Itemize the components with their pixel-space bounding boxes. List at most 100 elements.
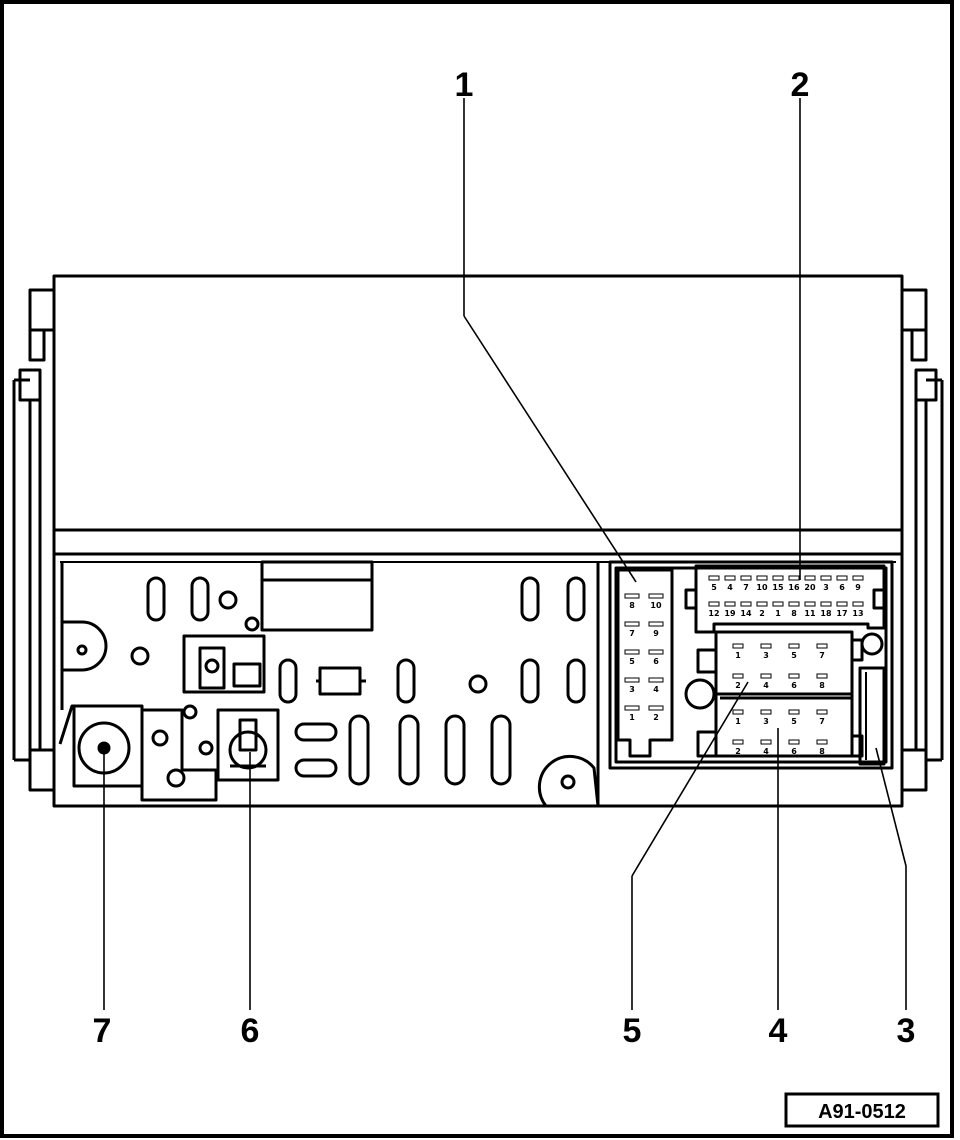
- pin-label: 15: [772, 583, 784, 592]
- pin-label: 2: [759, 609, 765, 618]
- pin-label: 6: [791, 747, 797, 756]
- pin-socket: [648, 593, 664, 599]
- pin-socket: [732, 739, 744, 745]
- pin-socket: [648, 705, 664, 711]
- pin-label: 6: [653, 657, 659, 666]
- pin-socket: [820, 601, 832, 607]
- pin-label: 8: [629, 601, 635, 610]
- reference-code: A91-0512: [818, 1101, 906, 1123]
- pin-label: 7: [819, 651, 825, 660]
- connector-top: [684, 564, 888, 634]
- pin-socket: [852, 575, 864, 581]
- pin-socket: [648, 621, 664, 627]
- pin-socket: [804, 601, 816, 607]
- pin-socket: [772, 601, 784, 607]
- pin-socket: [836, 575, 848, 581]
- pin-label: 3: [823, 583, 829, 592]
- left-mounting-bracket: [12, 288, 56, 792]
- pin-label: 4: [763, 681, 769, 690]
- pin-label: 7: [629, 629, 635, 638]
- pin-socket: [788, 575, 800, 581]
- pin-label: 10: [756, 583, 768, 592]
- pin-label: 5: [629, 657, 635, 666]
- pin-socket: [816, 709, 828, 715]
- pin-socket: [852, 601, 864, 607]
- pin-label: 6: [791, 681, 797, 690]
- pin-label: 11: [804, 609, 816, 618]
- pin-socket: [788, 673, 800, 679]
- callout-7: 7: [93, 1012, 112, 1050]
- pin-socket: [760, 643, 772, 649]
- right-mounting-bracket: [900, 288, 944, 792]
- pin-socket: [708, 601, 720, 607]
- pin-label: 18: [820, 609, 832, 618]
- pin-socket: [740, 601, 752, 607]
- pin-socket: [788, 643, 800, 649]
- pin-label: 9: [653, 629, 659, 638]
- pin-label: 8: [819, 747, 825, 756]
- pin-label: 1: [735, 717, 741, 726]
- pin-socket: [788, 709, 800, 715]
- pin-socket: [836, 601, 848, 607]
- pin-socket: [760, 739, 772, 745]
- pin-socket: [788, 601, 800, 607]
- callout-1: 1: [455, 66, 474, 104]
- pin-socket: [760, 709, 772, 715]
- pin-label: 16: [788, 583, 800, 592]
- pin-socket: [648, 649, 664, 655]
- connector-left: [616, 568, 674, 758]
- pin-label: 1: [735, 651, 741, 660]
- pin-label: 2: [735, 747, 741, 756]
- pin-label: 5: [711, 583, 717, 592]
- pin-label: 3: [629, 685, 635, 694]
- leader-line-5: [631, 681, 749, 877]
- pin-socket: [788, 739, 800, 745]
- pin-label: 8: [791, 609, 797, 618]
- pin-socket: [732, 643, 744, 649]
- pin-label: 10: [650, 601, 662, 610]
- callout-2: 2: [791, 66, 810, 104]
- pin-label: 7: [743, 583, 749, 592]
- aerial-socket: [72, 704, 144, 788]
- pin-label: 4: [653, 685, 659, 694]
- pin-socket: [816, 673, 828, 679]
- callout-6: 6: [241, 1012, 260, 1050]
- pin-socket: [724, 575, 736, 581]
- pin-label: 4: [727, 583, 733, 592]
- pin-socket: [624, 649, 640, 655]
- pin-socket: [732, 709, 744, 715]
- callout-4: 4: [769, 1012, 788, 1050]
- radio-rear-panel: [52, 552, 904, 808]
- leader-line-3: [875, 747, 907, 867]
- pin-label: 19: [724, 609, 736, 618]
- pin-socket: [816, 739, 828, 745]
- pin-label: 12: [708, 609, 719, 618]
- reference-code-box: A91-0512: [784, 1092, 940, 1128]
- pin-label: 2: [735, 681, 741, 690]
- pin-label: 5: [791, 717, 797, 726]
- pin-label: 2: [653, 713, 659, 722]
- pin-socket: [724, 601, 736, 607]
- connector-right: [696, 630, 864, 758]
- pin-label: 14: [740, 609, 752, 618]
- pin-label: 8: [819, 681, 825, 690]
- pin-socket: [820, 575, 832, 581]
- radio-housing-top: [52, 274, 904, 556]
- fuse-holder: [858, 666, 886, 766]
- callout-3: 3: [897, 1012, 916, 1050]
- pin-socket: [648, 677, 664, 683]
- pin-label: 7: [819, 717, 825, 726]
- pin-label: 4: [763, 747, 769, 756]
- pin-socket: [804, 575, 816, 581]
- pin-label: 17: [836, 609, 847, 618]
- pin-label: 20: [804, 583, 816, 592]
- pin-socket: [760, 673, 772, 679]
- pin-label: 1: [775, 609, 781, 618]
- pin-socket: [624, 677, 640, 683]
- pin-socket: [740, 575, 752, 581]
- pin-socket: [624, 705, 640, 711]
